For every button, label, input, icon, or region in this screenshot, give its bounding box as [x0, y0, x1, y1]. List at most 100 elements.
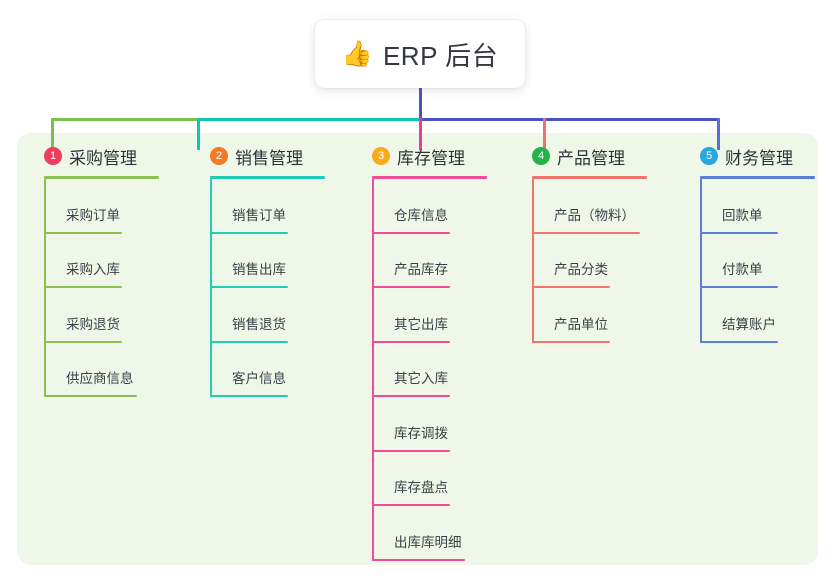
item-spine-inventory	[372, 179, 374, 561]
list-item[interactable]: 库存调拨	[372, 397, 487, 452]
list-item-underline	[700, 231, 778, 234]
column-header-sales[interactable]: 2 销售管理	[210, 145, 325, 168]
list-item-label: 出库库明细	[394, 534, 462, 550]
column-underline-sales	[210, 176, 325, 179]
list-item[interactable]: 库存盘点	[372, 452, 487, 506]
drop-sales	[196, 118, 200, 150]
list-item-label: 库存盘点	[394, 480, 448, 495]
column-title-product: 产品管理	[557, 148, 625, 168]
diagram-board	[17, 133, 818, 565]
list-item-underline	[44, 340, 122, 343]
column-badge-purchasing: 1	[44, 147, 62, 165]
list-item[interactable]: 客户信息	[210, 343, 325, 397]
column-inventory: 3 库存管理仓库信息产品库存其它出库其它入库库存调拨库存盘点出库库明细	[372, 145, 487, 561]
column-title-sales: 销售管理	[235, 148, 303, 168]
list-item[interactable]: 出库库明细	[372, 506, 487, 561]
list-item-label: 销售出库	[232, 262, 286, 277]
list-item-label: 其它入库	[394, 371, 448, 386]
item-spine-product	[532, 179, 534, 343]
column-badge-finance: 5	[700, 147, 718, 165]
list-item-underline	[372, 395, 450, 397]
list-item[interactable]: 采购订单	[44, 179, 159, 234]
list-item-label: 采购订单	[66, 207, 120, 223]
column-header-finance[interactable]: 5 财务管理	[700, 145, 815, 168]
item-spine-sales	[210, 179, 212, 397]
root-node-title: ERP 后台	[382, 40, 499, 71]
list-item[interactable]: 仓库信息	[372, 179, 487, 234]
column-underline-finance	[700, 176, 815, 179]
column-badge-sales: 2	[210, 147, 228, 165]
item-spine-purchasing	[44, 179, 46, 397]
list-item-underline	[372, 340, 450, 343]
list-item-label: 产品分类	[554, 262, 608, 277]
column-header-product[interactable]: 4 产品管理	[532, 145, 647, 168]
list-item-underline	[372, 286, 450, 288]
item-list-sales: 销售订单销售出库销售退货客户信息	[210, 179, 325, 397]
column-product: 4 产品管理产品（物料） 产品分类产品单位	[532, 145, 647, 343]
drop-product	[542, 118, 546, 150]
list-item-underline	[532, 231, 640, 234]
column-title-purchasing: 采购管理	[69, 148, 137, 168]
list-item-label: 库存调拨	[394, 425, 448, 441]
list-item[interactable]: 采购退货	[44, 288, 159, 343]
list-item-underline	[372, 449, 450, 452]
list-item-underline	[532, 340, 610, 343]
list-item-label: 其它出库	[394, 316, 448, 332]
list-item-label: 产品库存	[394, 262, 448, 277]
list-item-underline	[372, 231, 450, 234]
list-item-underline	[372, 558, 465, 561]
list-item-label: 采购入库	[66, 262, 120, 277]
item-list-product: 产品（物料） 产品分类产品单位	[532, 179, 647, 343]
list-item[interactable]: 供应商信息	[44, 343, 159, 397]
list-item-underline	[44, 231, 122, 234]
column-title-inventory: 库存管理	[397, 148, 465, 168]
list-item[interactable]: 采购入库	[44, 234, 159, 288]
column-title-finance: 财务管理	[725, 148, 793, 168]
list-item-label: 回款单	[722, 207, 763, 223]
list-item[interactable]: 其它入库	[372, 343, 487, 397]
list-item[interactable]: 产品（物料）	[532, 179, 647, 234]
bus-green-segment	[52, 118, 198, 121]
list-item[interactable]: 产品库存	[372, 234, 487, 288]
item-spine-finance	[700, 179, 702, 343]
column-purchasing: 1 采购管理采购订单采购入库采购退货供应商信息	[44, 145, 159, 397]
bus-blue-segment	[420, 118, 720, 121]
column-sales: 2 销售管理销售订单销售出库销售退货客户信息	[210, 145, 325, 397]
list-item[interactable]: 其它出库	[372, 288, 487, 343]
column-underline-purchasing	[44, 176, 159, 179]
list-item-label: 采购退货	[66, 316, 120, 332]
column-finance: 5 财务管理回款单付款单结算账户	[700, 145, 815, 343]
list-item-label: 产品（物料）	[554, 207, 635, 223]
list-item-underline	[44, 286, 122, 288]
list-item-label: 销售订单	[232, 207, 286, 223]
list-item[interactable]: 销售出库	[210, 234, 325, 288]
list-item-underline	[44, 395, 137, 397]
list-item-label: 仓库信息	[394, 207, 448, 223]
list-item-label: 付款单	[722, 262, 763, 277]
list-item[interactable]: 结算账户	[700, 288, 815, 343]
column-underline-product	[532, 176, 647, 179]
drop-finance	[717, 118, 720, 150]
column-badge-inventory: 3	[372, 147, 390, 165]
item-list-finance: 回款单付款单结算账户	[700, 179, 815, 343]
list-item-underline	[700, 286, 778, 288]
list-item[interactable]: 销售退货	[210, 288, 325, 343]
list-item[interactable]: 销售订单	[210, 179, 325, 234]
list-item[interactable]: 产品分类	[532, 234, 647, 288]
column-header-inventory[interactable]: 3 库存管理	[372, 145, 487, 168]
column-header-purchasing[interactable]: 1 采购管理	[44, 145, 159, 168]
list-item[interactable]: 付款单	[700, 234, 815, 288]
list-item-underline	[532, 286, 610, 288]
drop-inventory	[418, 118, 422, 150]
bus-teal-segment	[198, 118, 420, 121]
list-item-label: 供应商信息	[66, 371, 134, 386]
column-badge-product: 4	[532, 147, 550, 165]
list-item-label: 客户信息	[232, 371, 286, 386]
item-list-inventory: 仓库信息产品库存其它出库其它入库库存调拨库存盘点出库库明细	[372, 179, 487, 561]
list-item[interactable]: 回款单	[700, 179, 815, 234]
item-list-purchasing: 采购订单采购入库采购退货供应商信息	[44, 179, 159, 397]
root-node-card[interactable]: 👍 ERP 后台	[315, 20, 525, 88]
list-item-underline	[210, 395, 288, 397]
list-item[interactable]: 产品单位	[532, 288, 647, 343]
